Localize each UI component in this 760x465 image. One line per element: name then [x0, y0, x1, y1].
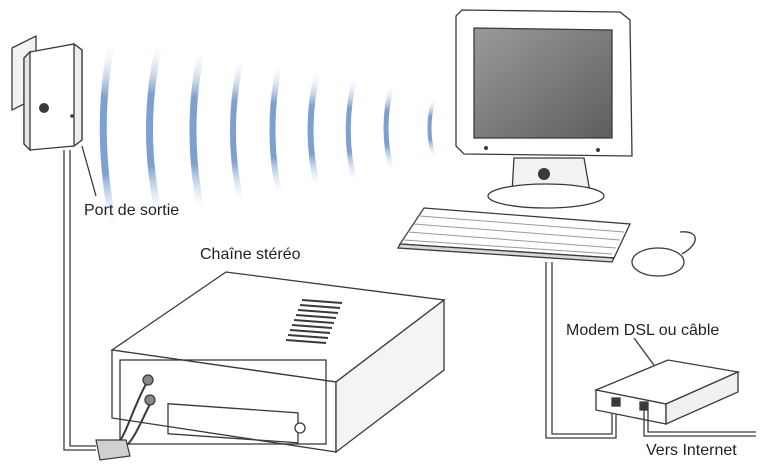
imac-computer-icon	[455, 9, 633, 209]
airport-express-icon	[11, 34, 83, 152]
keyboard-icon	[396, 207, 631, 263]
internet-label: Vers Internet	[646, 442, 737, 459]
audio-cable	[95, 383, 151, 461]
modem-label: Modem DSL ou câble	[566, 322, 720, 339]
stereo-receiver-icon	[110, 271, 446, 454]
mouse-icon	[631, 231, 696, 277]
internet-cable	[643, 410, 756, 437]
modem-icon	[593, 359, 741, 426]
airport-connection-lines	[63, 145, 97, 451]
stereo-label: Chaîne stéréo	[200, 246, 301, 263]
output-port-label: Port de sortie	[84, 202, 180, 219]
wifi-waves	[99, 36, 436, 234]
